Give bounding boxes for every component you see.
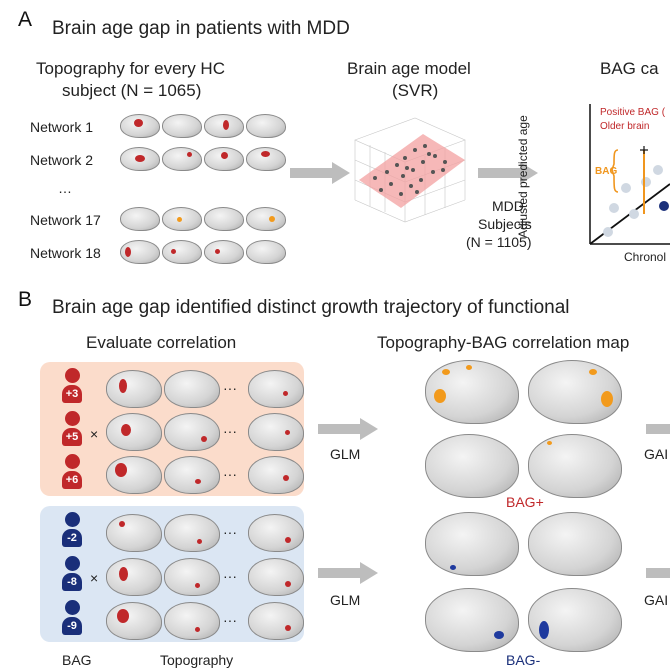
brain-thumbnail	[204, 240, 244, 264]
brain-thumbnail	[204, 207, 244, 231]
brain-thumbnail	[106, 456, 162, 494]
brain-thumbnail	[162, 147, 202, 171]
bag-positive-map-medial-left	[425, 434, 519, 498]
arrow-to-bag	[478, 162, 538, 184]
bag-xlabel: Chronol	[624, 250, 667, 264]
brain-thumbnail	[164, 456, 220, 494]
model-title-line1: Brain age model	[347, 59, 471, 78]
mdd-label-line2: Subjects	[478, 216, 532, 232]
brain-thumbnail	[164, 413, 220, 451]
bag-negative-map-lateral-right	[528, 512, 622, 576]
bag-positive-map-medial-right	[528, 434, 622, 498]
bag-badge-neg-1: -2	[61, 512, 83, 547]
brain-thumbnail	[120, 240, 160, 264]
brain-thumbnail	[106, 558, 162, 596]
arrow-to-model	[290, 162, 350, 184]
network-label-18: Network 18	[30, 245, 101, 261]
bag-positive-map-lateral-left	[425, 360, 519, 424]
gap-label-pos: GAI	[644, 446, 669, 462]
brain-thumbnail	[162, 114, 202, 138]
network-label-17: Network 17	[30, 212, 101, 228]
network-label-1: Network 1	[30, 119, 94, 135]
brain-thumbnail	[248, 413, 304, 451]
bag-negative-map-medial-left	[425, 588, 519, 652]
panel-b-letter: B	[18, 288, 33, 311]
bag-bracket-label: BAG	[595, 166, 618, 177]
bag-positive-map-lateral-right	[528, 360, 622, 424]
topography-axis-label: Topography	[160, 652, 234, 668]
multiply-sign-pos: ×	[90, 426, 99, 442]
network-label-2: Network 2	[30, 152, 94, 168]
correlation-map-title: Topography-BAG correlation map	[377, 333, 630, 352]
mdd-label-line1: MDD	[492, 198, 524, 214]
svr-model-plot	[354, 117, 466, 223]
brain-thumbnail	[120, 207, 160, 231]
bag-badge-neg-2: -8	[61, 556, 83, 591]
gap-arrow-pos	[646, 424, 670, 434]
row-ellipsis: ···	[223, 423, 237, 439]
glm-arrow-neg	[318, 562, 378, 584]
row-ellipsis: ···	[223, 524, 237, 540]
brain-thumbnail	[204, 114, 244, 138]
mdd-label-line3: (N = 1105)	[466, 234, 532, 250]
brain-thumbnail	[164, 602, 220, 640]
bag-badge-pos-2: +5	[61, 411, 83, 446]
brain-thumbnail	[106, 514, 162, 552]
row-ellipsis: ···	[223, 568, 237, 584]
evaluate-correlation-title: Evaluate correlation	[86, 333, 237, 352]
row-ellipsis: ···	[223, 612, 237, 628]
brain-thumbnail	[248, 456, 304, 494]
bag-ylabel: Adjusted predicted age	[516, 115, 530, 238]
brain-thumbnail	[106, 370, 162, 408]
glm-arrow-pos	[318, 418, 378, 440]
row-ellipsis: ···	[223, 380, 237, 396]
panel-b-title: Brain age gap identified distinct growth…	[52, 297, 570, 318]
gap-label-neg: GAI	[644, 592, 669, 608]
brain-thumbnail	[204, 147, 244, 171]
brain-thumbnail	[248, 514, 304, 552]
glm-label-pos: GLM	[330, 446, 361, 462]
gap-arrow-neg	[646, 568, 670, 578]
brain-thumbnail	[246, 114, 286, 138]
brain-thumbnail	[120, 147, 160, 171]
brain-thumbnail	[164, 558, 220, 596]
bag-minus-label: BAG-	[506, 652, 541, 668]
multiply-sign-neg: ×	[90, 570, 99, 586]
brain-thumbnail	[246, 207, 286, 231]
bag-calc-title: BAG ca	[600, 59, 659, 78]
brain-thumbnail	[162, 207, 202, 231]
bag-plus-label: BAG+	[506, 494, 544, 510]
bag-badge-neg-3: -9	[61, 600, 83, 635]
older-brain-label: Older brain	[600, 121, 650, 132]
panel-a-letter: A	[18, 8, 33, 31]
brain-thumbnail	[248, 558, 304, 596]
bag-scatter-plot	[589, 104, 670, 245]
bag-badge-pos-3: +6	[61, 454, 83, 489]
bag-negative-map-medial-right	[528, 588, 622, 652]
brain-thumbnail	[248, 370, 304, 408]
brain-thumbnail	[120, 114, 160, 138]
brain-thumbnail	[106, 413, 162, 451]
row-ellipsis: ···	[223, 466, 237, 482]
brain-thumbnail	[246, 147, 286, 171]
bag-axis-label: BAG	[62, 652, 92, 668]
network-label-ellipsis: …	[58, 180, 72, 196]
brain-thumbnail	[246, 240, 286, 264]
brain-thumbnail	[248, 602, 304, 640]
brain-thumbnail	[106, 602, 162, 640]
bag-badge-pos-1: +3	[61, 368, 83, 403]
brain-thumbnail	[162, 240, 202, 264]
panel-a-title: Brain age gap in patients with MDD	[52, 18, 350, 39]
positive-bag-label: Positive BAG (	[600, 107, 666, 118]
model-title-line2: (SVR)	[392, 81, 439, 100]
topography-title-line1: Topography for every HC	[36, 59, 225, 78]
topography-title-line2: subject (N = 1065)	[62, 81, 202, 100]
bag-negative-map-lateral-left	[425, 512, 519, 576]
glm-label-neg: GLM	[330, 592, 361, 608]
brain-thumbnail	[164, 370, 220, 408]
brain-thumbnail	[164, 514, 220, 552]
